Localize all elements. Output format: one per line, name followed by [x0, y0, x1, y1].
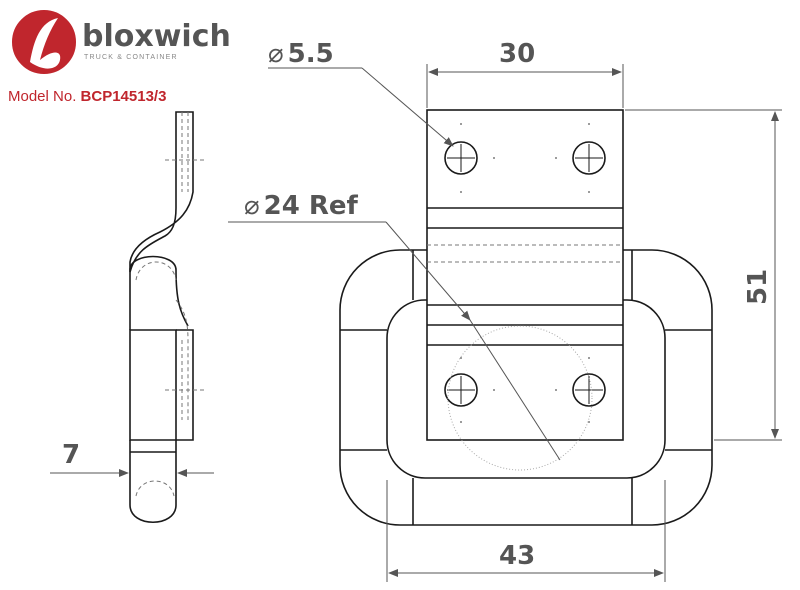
dim-ring-value: 24 Ref	[264, 191, 359, 221]
side-ring-bottom	[129, 440, 177, 524]
dim-width-43-label: 43	[499, 541, 535, 571]
dim-thickness-label: 7	[62, 440, 80, 470]
mounting-holes	[444, 141, 606, 407]
dim-height-51-label: 51	[743, 269, 773, 305]
front-view	[339, 109, 713, 526]
model-label-text: Model No.	[8, 88, 76, 105]
hole-bottom-left	[444, 373, 478, 407]
side-plate-lower	[129, 329, 177, 441]
diameter-symbol: ⌀	[268, 39, 284, 69]
side-ring-top	[129, 255, 189, 327]
dim-side-thickness: 7	[50, 440, 214, 477]
dim-ring-label: ⌀24 Ref	[244, 191, 359, 221]
dim-ring-diameter	[228, 221, 561, 461]
model-number: BCP14513/3	[81, 88, 167, 105]
dim-hole-diameter	[268, 67, 454, 147]
dim-plate-width	[426, 64, 624, 108]
side-view-hidden	[135, 112, 205, 497]
front-view-hidden	[427, 244, 623, 263]
hole-bottom-right	[572, 373, 606, 407]
model-label: Model No. BCP14513/3	[8, 88, 166, 105]
dim-overall-width	[386, 480, 666, 582]
brand-name: bloxwich	[82, 19, 231, 54]
ring-ref-circle	[447, 325, 593, 471]
hole-top-right	[572, 141, 606, 175]
logo: bloxwich TRUCK & CONTAINER Model No. BCP…	[8, 8, 231, 105]
dim-overall-height	[625, 109, 782, 441]
dim-width-30-label: 30	[499, 39, 535, 69]
side-view	[129, 111, 194, 524]
side-plate-outline	[129, 111, 194, 273]
hole-centerlines	[447, 144, 603, 404]
dim-hole-label: ⌀5.5	[268, 39, 334, 69]
diameter-symbol-2: ⌀	[244, 191, 260, 221]
hole-top-left	[444, 141, 478, 175]
side-plate-back	[176, 329, 194, 441]
brand-tagline: TRUCK & CONTAINER	[84, 54, 178, 61]
dim-hole-value: 5.5	[288, 39, 334, 69]
center-marks	[460, 123, 590, 423]
bloxwich-logo-icon	[10, 8, 78, 76]
